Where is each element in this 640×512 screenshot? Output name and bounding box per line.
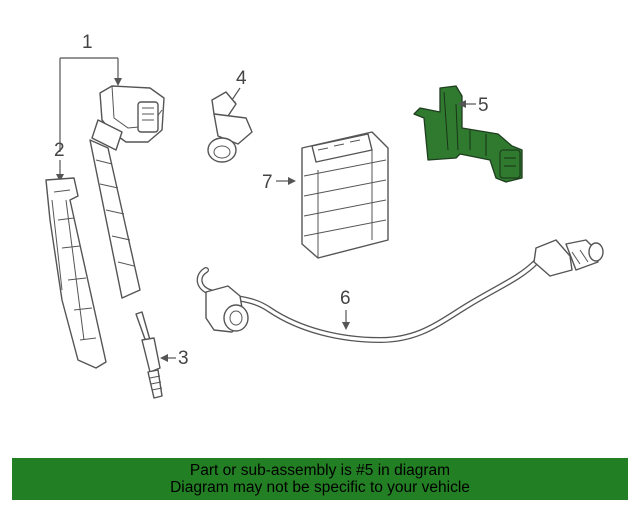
ignition-coil-part: [89, 85, 165, 299]
callout-2: 2: [54, 140, 65, 182]
callout-2-label: 2: [54, 140, 65, 161]
callout-7-label: 7: [262, 172, 273, 193]
callout-5-label: 5: [478, 95, 489, 116]
bracket-part-highlighted: [413, 85, 523, 183]
sensor-harness-part: 6: [196, 239, 604, 344]
parts-diagram: 1 2 3 4: [45, 32, 604, 399]
callout-1-label: 1: [82, 32, 93, 53]
callout-5: 5: [458, 95, 489, 116]
cam-sensor-part: 4: [207, 68, 253, 163]
callout-4-label: 4: [236, 68, 247, 89]
part-info-banner: Part or sub-assembly is #5 in diagram Di…: [12, 458, 628, 500]
coil-boot-part: [45, 177, 107, 369]
control-module-part: 7: [262, 131, 389, 259]
spark-plug-part: 3: [135, 311, 189, 399]
callout-1: 1: [59, 32, 122, 152]
callout-3-label: 3: [178, 348, 189, 369]
banner-line-2: Diagram may not be specific to your vehi…: [170, 479, 470, 496]
callout-6-label: 6: [340, 288, 351, 309]
banner-line-1: Part or sub-assembly is #5 in diagram: [189, 462, 451, 479]
